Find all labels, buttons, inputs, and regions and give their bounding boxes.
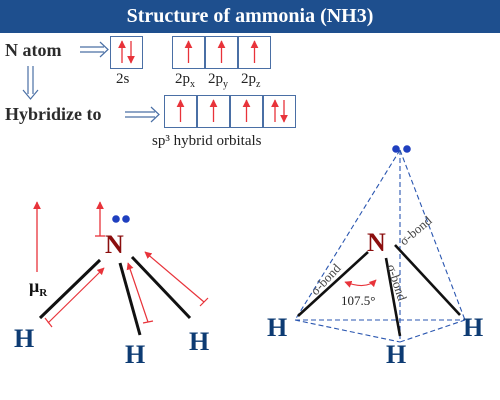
bond-dipole-left-tail — [44, 317, 53, 328]
atom-h-right-3: H — [463, 313, 483, 342]
bond-dipole-left — [47, 267, 105, 324]
orbital-box-2s — [110, 36, 143, 69]
bond-dipole-bottom — [126, 262, 149, 323]
orbital-label-2pz: 2pz — [241, 71, 261, 90]
orbital-label-2s: 2s — [116, 71, 130, 87]
electron-pair-2s-icon — [118, 40, 135, 64]
bond-dipole-bottom-tail — [142, 320, 154, 324]
bond-dipole-right — [144, 251, 205, 303]
arrow-to-hybrid-icon — [125, 106, 160, 123]
hybrid-caption: sp³ hybrid orbitals — [152, 133, 262, 149]
atom-h-left-2: H — [125, 340, 145, 369]
hybridize-label: Hybridize to — [5, 104, 102, 124]
tetrahedron-outline — [294, 149, 466, 343]
atom-h-right-2: H — [386, 340, 406, 369]
sigma-bond-left — [297, 251, 369, 317]
electron-pair-sp3-4-icon — [271, 99, 288, 123]
bond-angle-label: 107.5° — [341, 293, 375, 308]
lone-pair-electron — [112, 215, 120, 223]
orbital-box-2pz — [238, 36, 271, 69]
atom-n-left: N — [105, 230, 124, 259]
bond-angle-arc — [344, 279, 377, 288]
lone-pair-electron — [392, 145, 400, 153]
atom-h-right-1: H — [267, 313, 287, 342]
sigma-bond-right — [394, 244, 461, 316]
lone-pair-electron — [403, 145, 411, 153]
bond-n-h-bottom — [118, 262, 142, 336]
sigma-bond-label-bottom: σ-bond — [384, 262, 410, 303]
sigma-bond-bottom — [384, 257, 402, 337]
atom-n-right: N — [367, 228, 386, 257]
hybrid-box-4 — [263, 95, 296, 128]
atom-h-left-1: H — [14, 324, 34, 353]
arrow-to-2s-icon — [80, 41, 109, 58]
bond-n-h-right — [130, 255, 192, 320]
orbital-label-2py: 2py — [208, 71, 228, 90]
sigma-bond-label-right: σ-bond — [396, 212, 435, 248]
bond-n-h-left — [38, 258, 102, 320]
atom-h-left-3: H — [189, 327, 209, 356]
n-atom-label: N atom — [5, 40, 62, 60]
page-title: Structure of ammonia (NH3) — [0, 0, 500, 33]
arrow-down-icon — [22, 66, 39, 100]
dipole-label: μR — [29, 276, 48, 299]
bond-dipole-right-tail — [199, 297, 209, 307]
orbital-label-2px: 2px — [175, 71, 195, 90]
lone-pair-electron — [122, 215, 130, 223]
